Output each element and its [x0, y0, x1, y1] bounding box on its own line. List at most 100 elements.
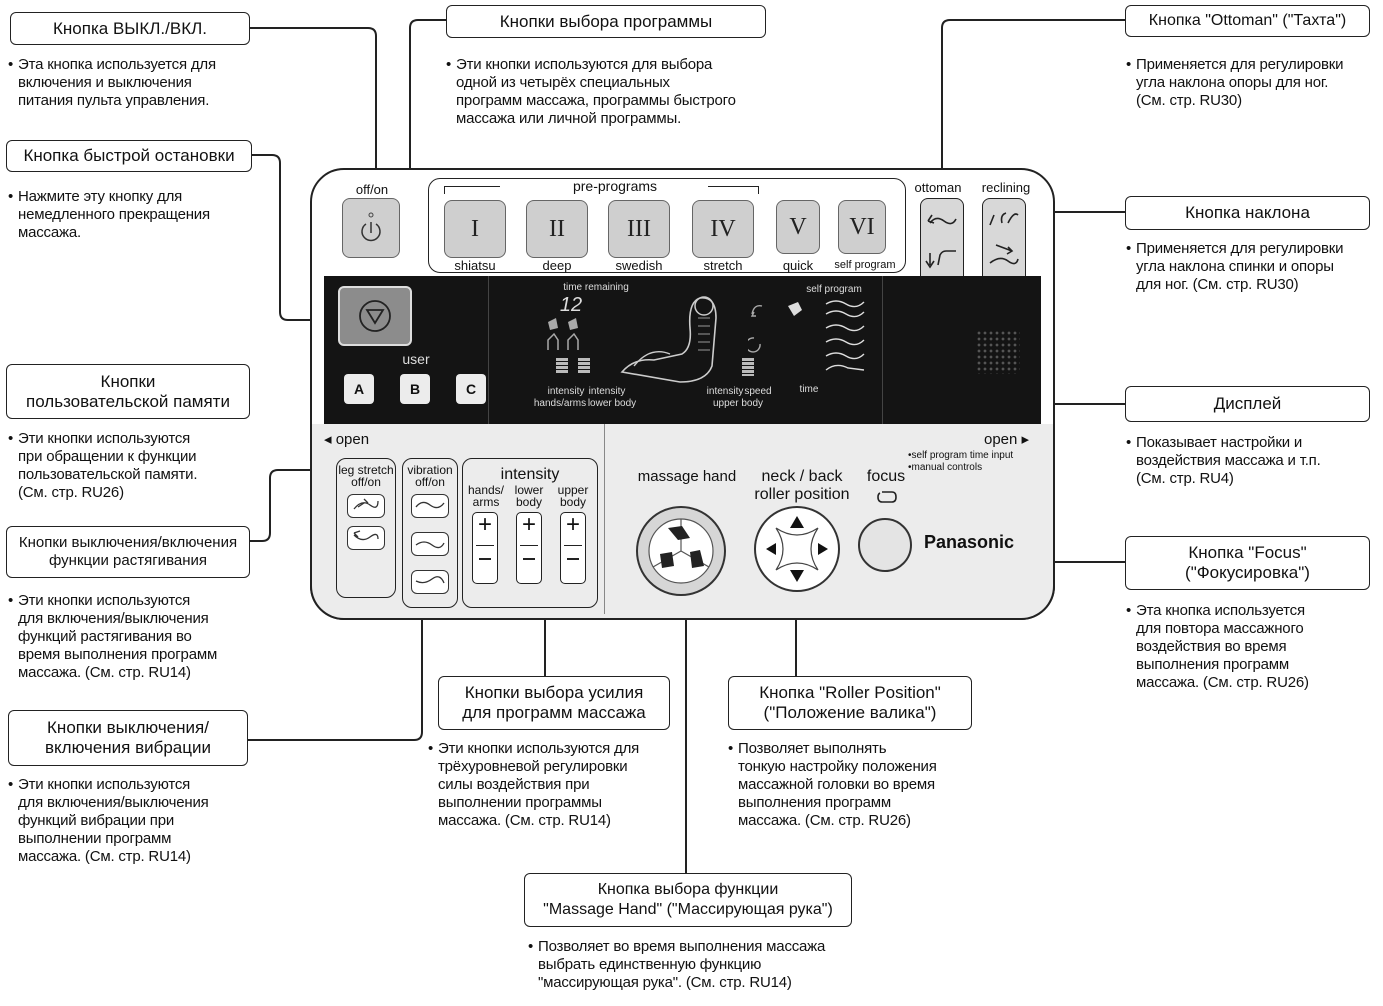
- massage-hand-icon: [648, 518, 714, 584]
- intensity-upper-button[interactable]: +: [560, 512, 586, 584]
- intensity-lower-label: intensity: [588, 386, 626, 397]
- intensity-callout-desc: •Эти кнопки используются для трёхуровнев…: [428, 740, 640, 829]
- reclining-label: reclining: [981, 180, 1031, 195]
- leg-stretch-down-icon: [353, 530, 379, 541]
- programs-callout-desc: •Эти кнопки используются для выбора одно…: [446, 56, 736, 127]
- preprograms-bracket-right: [708, 186, 758, 187]
- preprograms-bracket-left: [444, 186, 500, 187]
- program-6-button[interactable]: VI: [838, 200, 886, 254]
- ottoman-icon: [925, 214, 957, 269]
- leg-stretch-down-button[interactable]: [347, 526, 385, 550]
- self-program-label: self program: [806, 284, 862, 295]
- focus-callout-title: Кнопка "Focus"("Фокусировка"): [1125, 536, 1370, 590]
- user-c-button[interactable]: C: [456, 374, 486, 404]
- vibration-middle-icon: [415, 541, 445, 549]
- vibration-label: vibration: [407, 463, 453, 477]
- recline-button[interactable]: [982, 198, 1026, 284]
- vibration-upper-button[interactable]: [411, 494, 449, 518]
- user-a-button[interactable]: A: [344, 374, 374, 404]
- focus-repeat-icon: [877, 491, 897, 503]
- intensity-upper-bar: [742, 358, 754, 376]
- open-right-label[interactable]: open ▸: [984, 431, 1030, 448]
- user-b-button[interactable]: B: [400, 374, 430, 404]
- self-program-time-input-label: •self program time input: [908, 450, 1014, 461]
- intensity-hands-button[interactable]: +: [472, 512, 498, 584]
- time-remaining-label: time remaining: [563, 282, 629, 293]
- vibration-callout-title: Кнопки выключения/включения вибрации: [8, 710, 248, 766]
- program-1-button[interactable]: I: [444, 200, 506, 258]
- lower-body-label: lower body: [587, 398, 637, 409]
- brand-logo: Panasonic: [924, 532, 1015, 552]
- time-remaining-value: 12: [559, 294, 583, 316]
- intensity-upper-label: intensity: [706, 386, 744, 397]
- stop-callout-desc: •Нажмите эту кнопку для немедленного пре…: [8, 188, 210, 241]
- preprograms-group: [428, 178, 906, 273]
- intensity-group: [462, 458, 598, 608]
- program-6-label: self program: [834, 259, 896, 271]
- program-2-label: deep: [542, 258, 572, 273]
- roller-callout-desc: •Позволяет выполнять тонкую настройку по…: [728, 740, 937, 829]
- intensity-lower-bar: [578, 358, 590, 374]
- program-5-button[interactable]: V: [776, 200, 820, 254]
- focus-button[interactable]: [858, 518, 912, 572]
- display-callout-desc: •Показывает настройки и воздействия масс…: [1126, 434, 1321, 487]
- power-button[interactable]: [342, 198, 400, 258]
- lower-panel: ◂ open open ▸ leg stretch off/on vibrati…: [310, 424, 1055, 620]
- leg-stretch-up-icon: [353, 498, 379, 510]
- speed-label: speed: [744, 386, 772, 397]
- program-1-label: shiatsu: [454, 258, 496, 273]
- time-label: time: [799, 384, 819, 395]
- program-5-label: quick: [782, 258, 814, 273]
- recline-callout-title: Кнопка наклона: [1125, 196, 1370, 230]
- roller-callout-title: Кнопка "Roller Position"("Положение вали…: [728, 676, 972, 730]
- programs-callout-title: Кнопки выбора программы: [446, 5, 766, 38]
- quick-stop-button[interactable]: [338, 286, 412, 346]
- remote-control: off/on pre-programs I shiatsu II deep II…: [310, 168, 1055, 620]
- leg-stretch-offon: off/on: [351, 475, 381, 489]
- intensity-lower-button[interactable]: +: [516, 512, 542, 584]
- preprograms-bracket-left-tick: [444, 186, 445, 194]
- program-2-button[interactable]: II: [526, 200, 588, 258]
- preprograms-label: pre-programs: [572, 178, 658, 194]
- user-label: user: [402, 351, 430, 367]
- power-callout-desc: •Эта кнопка используется для включения и…: [8, 56, 216, 109]
- display-panel: user A B C time remaining 12 self progra…: [324, 276, 1041, 424]
- hand-callout-desc: •Позволяет во время выполнения массажа в…: [528, 938, 826, 991]
- ottoman-callout-title: Кнопка "Ottoman" ("Тахта"): [1125, 5, 1370, 37]
- display-callout-title: Дисплей: [1125, 386, 1370, 422]
- roller-arrows-icon: [766, 516, 828, 582]
- ottoman-button[interactable]: [920, 198, 964, 284]
- stop-callout-title: Кнопка быстрой остановки: [6, 140, 252, 172]
- vibration-callout-desc: •Эти кнопки используются для включения/в…: [8, 776, 209, 865]
- roller-position-button[interactable]: [754, 506, 840, 592]
- program-3-button[interactable]: III: [608, 200, 670, 258]
- power-label: off/on: [355, 182, 389, 197]
- stretch-callout-desc: •Эти кнопки используются для включения/в…: [8, 592, 218, 681]
- open-left-label[interactable]: ◂ open: [324, 431, 370, 448]
- vibration-group: [402, 458, 458, 608]
- leg-stretch-up-button[interactable]: [347, 494, 385, 518]
- massage-hand-button[interactable]: [636, 506, 726, 596]
- vibration-lower-button[interactable]: [411, 570, 449, 594]
- preprograms-bracket-right-tick: [758, 186, 759, 194]
- chair-figure-icon: [620, 296, 717, 383]
- hand-callout-title: Кнопка выбора функции"Massage Hand" ("Ма…: [524, 873, 852, 927]
- manual-controls-label: •manual controls: [908, 462, 983, 473]
- vibration-middle-button[interactable]: [411, 532, 449, 556]
- massage-hand-label: massage hand: [637, 468, 737, 485]
- hand-indicator-icon: [547, 318, 579, 350]
- leg-stretch-label: leg stretch: [338, 463, 394, 477]
- recline-icon: [989, 212, 1019, 265]
- program-4-button[interactable]: IV: [692, 200, 754, 258]
- vibration-lower-icon: [415, 576, 445, 584]
- stop-icon: [359, 300, 391, 332]
- program-4-label: stretch: [703, 258, 743, 273]
- power-icon: [361, 212, 381, 242]
- ottoman-label: ottoman: [914, 180, 962, 195]
- power-callout-title: Кнопка ВЫКЛ./ВКЛ.: [10, 12, 250, 45]
